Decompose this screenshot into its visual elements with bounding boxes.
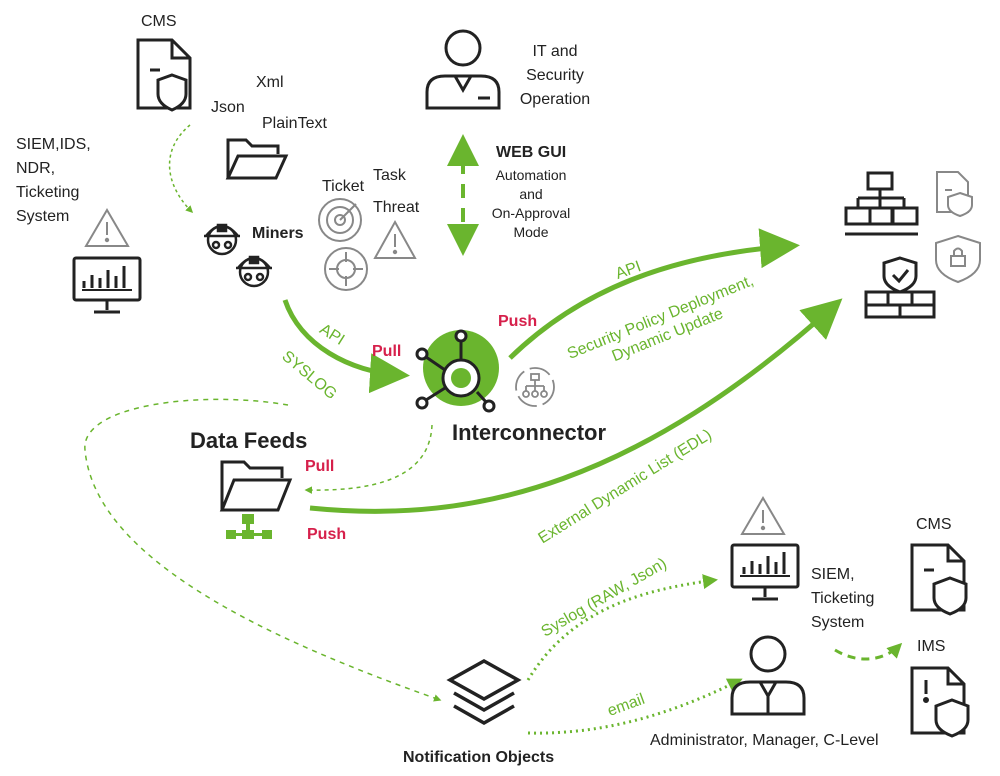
operator-person-icon <box>425 29 501 110</box>
radar-icon <box>318 198 362 242</box>
miners-to-interconnector-arrow <box>282 299 410 394</box>
network-hierarchy-icon <box>844 171 919 236</box>
web-gui-title: WEB GUI <box>496 144 567 161</box>
layers-icon <box>446 658 522 726</box>
data-feeds-folder-icon <box>219 460 293 512</box>
task-label: Task <box>373 167 406 184</box>
miner-icon <box>236 255 272 288</box>
format-json-label: Json <box>211 99 245 116</box>
people-label: Administrator, Manager, C-Level <box>650 732 879 749</box>
folder-icon <box>225 138 289 180</box>
siem-monitor-icon <box>730 543 800 601</box>
loop-to-notifications-arrow <box>84 398 442 702</box>
siem-to-ims-arrow <box>834 642 903 661</box>
threat-warning-icon <box>373 219 417 259</box>
org-chart-sync-icon <box>515 367 555 407</box>
web-gui-modes: Automation and On-Approval Mode <box>491 167 571 240</box>
notify-cms-label: CMS <box>916 516 952 533</box>
hub-pull-label: Pull <box>372 343 402 360</box>
hub-push-label: Push <box>498 313 538 330</box>
target-icon <box>324 247 368 291</box>
lock-shield-icon <box>935 234 981 284</box>
syslog-dotted-arrow <box>526 574 718 681</box>
format-xml-label: Xml <box>256 74 284 91</box>
miners-label: Miners <box>252 225 304 242</box>
cms-to-miners-arrow <box>168 124 194 214</box>
miner-icon <box>204 223 240 256</box>
administrator-person-icon <box>730 635 806 716</box>
interconnector-label: Interconnector <box>452 420 607 445</box>
cms-doc-shield-icon <box>910 543 968 616</box>
data-feeds-push-label: Push <box>307 526 347 543</box>
cms-label: CMS <box>141 13 177 30</box>
email-dotted-arrow <box>527 678 743 735</box>
operator-label: IT and Security Operation <box>519 43 591 108</box>
siem-warning-icon <box>740 496 786 535</box>
notify-siem-label: SIEM, Ticketing System <box>811 566 875 631</box>
notify-ims-label: IMS <box>917 638 946 655</box>
interconnector-to-datafeeds-arrow <box>304 424 433 494</box>
monitor-chart-icon <box>72 256 142 314</box>
threat-label: Threat <box>373 199 420 216</box>
api-policy-arrow <box>508 228 800 360</box>
data-feeds-title: Data Feeds <box>190 428 308 453</box>
ims-doc-shield-icon <box>910 666 970 738</box>
notification-objects-title: Notification Objects <box>403 749 555 766</box>
network-node-icon <box>226 514 272 539</box>
data-feeds-pull-label: Pull <box>305 458 335 475</box>
interconnector-hub-icon <box>415 329 499 413</box>
firewall-shield-icon <box>864 256 936 319</box>
edl-arrow <box>309 298 843 514</box>
format-plaintext-label: PlainText <box>262 115 327 132</box>
document-shield-icon <box>936 171 973 218</box>
cms-document-icon <box>136 38 192 112</box>
ticket-label: Ticket <box>322 178 365 195</box>
warning-icon <box>84 208 130 247</box>
siem-sources-label: SIEM,IDS, NDR, Ticketing System <box>16 136 91 225</box>
